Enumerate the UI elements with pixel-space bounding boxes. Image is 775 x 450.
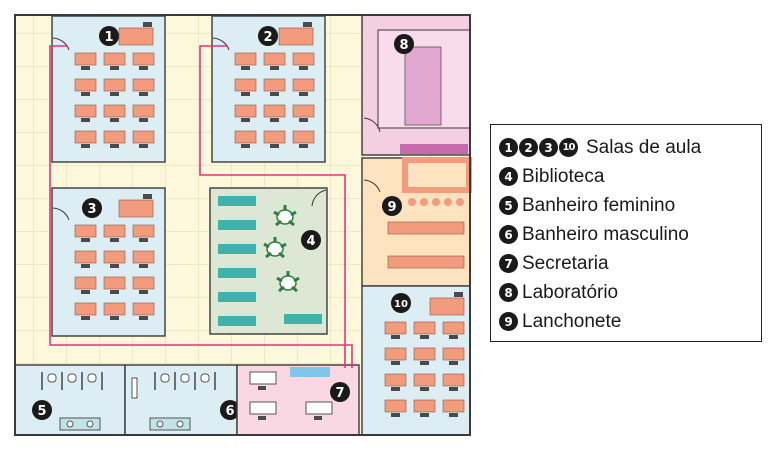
- legend-label: Lanchonete: [522, 310, 622, 332]
- room-number-3: 3: [87, 202, 96, 217]
- room-marker-8: [394, 34, 414, 54]
- room-number-8: 8: [399, 38, 408, 53]
- legend-label: Banheiro feminino: [522, 194, 676, 216]
- legend-label: Salas de aula: [586, 136, 702, 158]
- cafeteria-9: 9: [361, 157, 472, 287]
- room-marker-3: [82, 198, 102, 218]
- room-marker-10: [391, 293, 411, 313]
- laboratory-8: 8: [361, 14, 471, 156]
- room-marker-4: [301, 230, 321, 250]
- room-number-4: 4: [306, 234, 315, 249]
- legend-badge: 5: [499, 196, 518, 215]
- legend-row-female-bathroom: 5 Banheiro feminino: [499, 191, 755, 220]
- legend-label: Laboratório: [522, 281, 619, 303]
- room-number-6: 6: [225, 404, 234, 419]
- legend-badge: 2: [519, 138, 538, 157]
- legend-badge: 1: [499, 138, 518, 157]
- legend-row-office: 7 Secretaria: [499, 249, 755, 278]
- outer-wall: [14, 14, 471, 436]
- legend-row-classrooms: 1 2 3 10 Salas de aula: [499, 133, 755, 162]
- legend-label: Banheiro masculino: [522, 223, 689, 245]
- room-number-10: 10: [394, 299, 408, 310]
- route-path-left: [49, 45, 353, 368]
- classroom-1: 1: [51, 15, 166, 163]
- legend-row-laboratory: 8 Laboratório: [499, 278, 755, 307]
- room-number-1: 1: [104, 30, 113, 45]
- room-marker-9: [382, 196, 402, 216]
- room-number-5: 5: [37, 404, 46, 419]
- legend-badge: 7: [499, 254, 518, 273]
- legend-badge: 3: [539, 138, 558, 157]
- legend-badge: 6: [499, 225, 518, 244]
- office-7: 7: [236, 364, 360, 436]
- bathroom-6: 6: [124, 364, 240, 436]
- legend: 1 2 3 10 Salas de aula 4 Biblioteca 5 Ba…: [490, 124, 762, 342]
- room-number-9: 9: [387, 200, 396, 215]
- legend-label: Secretaria: [522, 252, 609, 274]
- legend-badge: 8: [499, 283, 518, 302]
- legend-badge: 10: [559, 138, 578, 157]
- legend-row-male-bathroom: 6 Banheiro masculino: [499, 220, 755, 249]
- room-marker-6: [220, 400, 240, 420]
- room-marker-7: [330, 382, 350, 402]
- room-marker-5: [32, 400, 52, 420]
- room-number-7: 7: [335, 386, 344, 401]
- legend-row-library: 4 Biblioteca: [499, 162, 755, 191]
- legend-badge: 4: [499, 167, 518, 186]
- room-number-2: 2: [263, 30, 272, 45]
- legend-row-cafeteria: 9 Lanchonete: [499, 307, 755, 336]
- classroom-10: 10: [361, 285, 471, 436]
- bathroom-5: 5: [14, 364, 126, 436]
- classroom-3: 3: [51, 187, 166, 337]
- legend-label: Biblioteca: [522, 165, 605, 187]
- library-4: 4: [209, 187, 328, 335]
- room-marker-1: [99, 26, 119, 46]
- legend-badge: 9: [499, 312, 518, 331]
- classroom-2: 2: [211, 15, 326, 163]
- legend-badges: 1 2 3 10: [499, 138, 579, 157]
- route-path-right: [199, 45, 346, 368]
- room-marker-2: [258, 26, 278, 46]
